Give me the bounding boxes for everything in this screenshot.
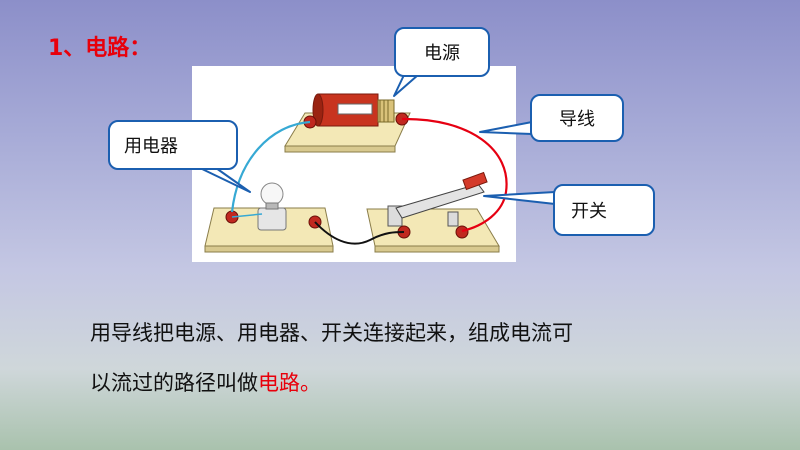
label-wire: 导线: [530, 94, 624, 142]
wire-black: [314, 221, 405, 245]
definition-text: 用导线把电源、用电器、开关连接起来，组成电流可 以流过的路径叫做电路。: [90, 308, 750, 408]
label-switch: 开关: [553, 184, 655, 236]
definition-line-1: 用导线把电源、用电器、开关连接起来，组成电流可: [90, 321, 573, 345]
switch-board: [366, 208, 500, 253]
wire-cyan-bulb: [231, 213, 263, 218]
battery-icon: [312, 93, 395, 127]
wire-cyan: [230, 120, 311, 213]
label-appliance: 用电器: [108, 120, 238, 170]
switch-terminal-right: [455, 225, 469, 239]
definition-line-2: 以流过的路径叫做电路。: [90, 358, 750, 408]
knife-switch-icon: [387, 171, 488, 227]
bulb-icon: [257, 182, 287, 231]
definition-highlight: 电路。: [258, 371, 321, 395]
label-power-source: 电源: [394, 27, 490, 77]
wire-red: [401, 117, 508, 233]
section-heading: 1、电路：: [48, 36, 152, 61]
definition-line-2-prefix: 以流过的路径叫做: [90, 371, 258, 395]
